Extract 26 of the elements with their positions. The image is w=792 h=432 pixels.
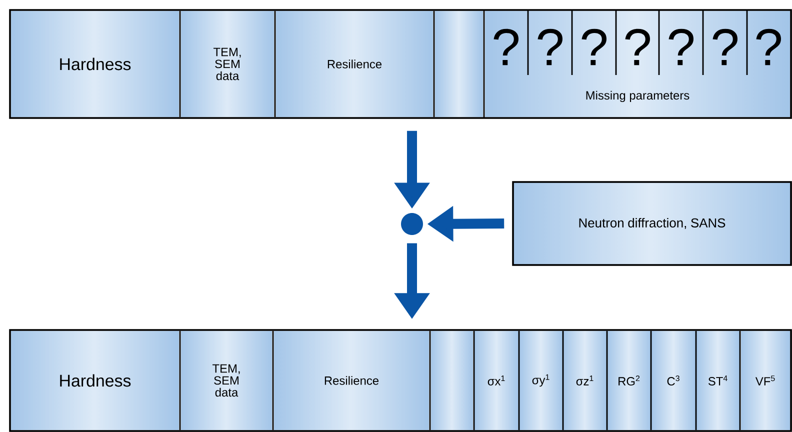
parameter-cell: Hardness — [60, 58, 131, 70]
question-mark-cell: ? — [658, 10, 694, 75]
parameter-cell — [429, 331, 473, 430]
question-mark-cell: ? — [527, 10, 562, 75]
question-mark-cell: ? — [571, 10, 606, 75]
parameter-cell: VF$^{5}$ — [739, 331, 775, 430]
parameter-cell: C$^{3}$ — [650, 331, 680, 430]
parameter-cell — [433, 11, 483, 117]
method-box: Neutron diffraction, SANS — [512, 181, 792, 266]
junction-dot — [401, 213, 423, 235]
question-mark-cell: ? — [615, 10, 650, 75]
question-mark-cell: ? — [746, 10, 781, 75]
parameter-cell: TEM, SEM data — [179, 331, 240, 430]
parameter-row — [9, 329, 792, 432]
parameter-cell: σz$^{1}$ — [562, 331, 594, 430]
parameter-cell: Hardness — [60, 374, 131, 387]
question-mark-cell: ? — [702, 10, 738, 75]
parameter-cell: ST$^{4}$ — [695, 331, 728, 430]
parameter-cell: Resilience — [274, 11, 382, 117]
parameter-row — [9, 9, 792, 119]
parameter-cell: σy$^{1}$ — [518, 331, 550, 430]
question-mark-cell: ? — [494, 28, 518, 66]
parameter-cell: Resilience — [272, 331, 379, 430]
parameter-cell: TEM, SEM data — [179, 11, 241, 117]
parameter-cell: RG$^{2}$ — [606, 331, 640, 430]
parameter-cell: σx$^{1}$ — [473, 331, 505, 430]
